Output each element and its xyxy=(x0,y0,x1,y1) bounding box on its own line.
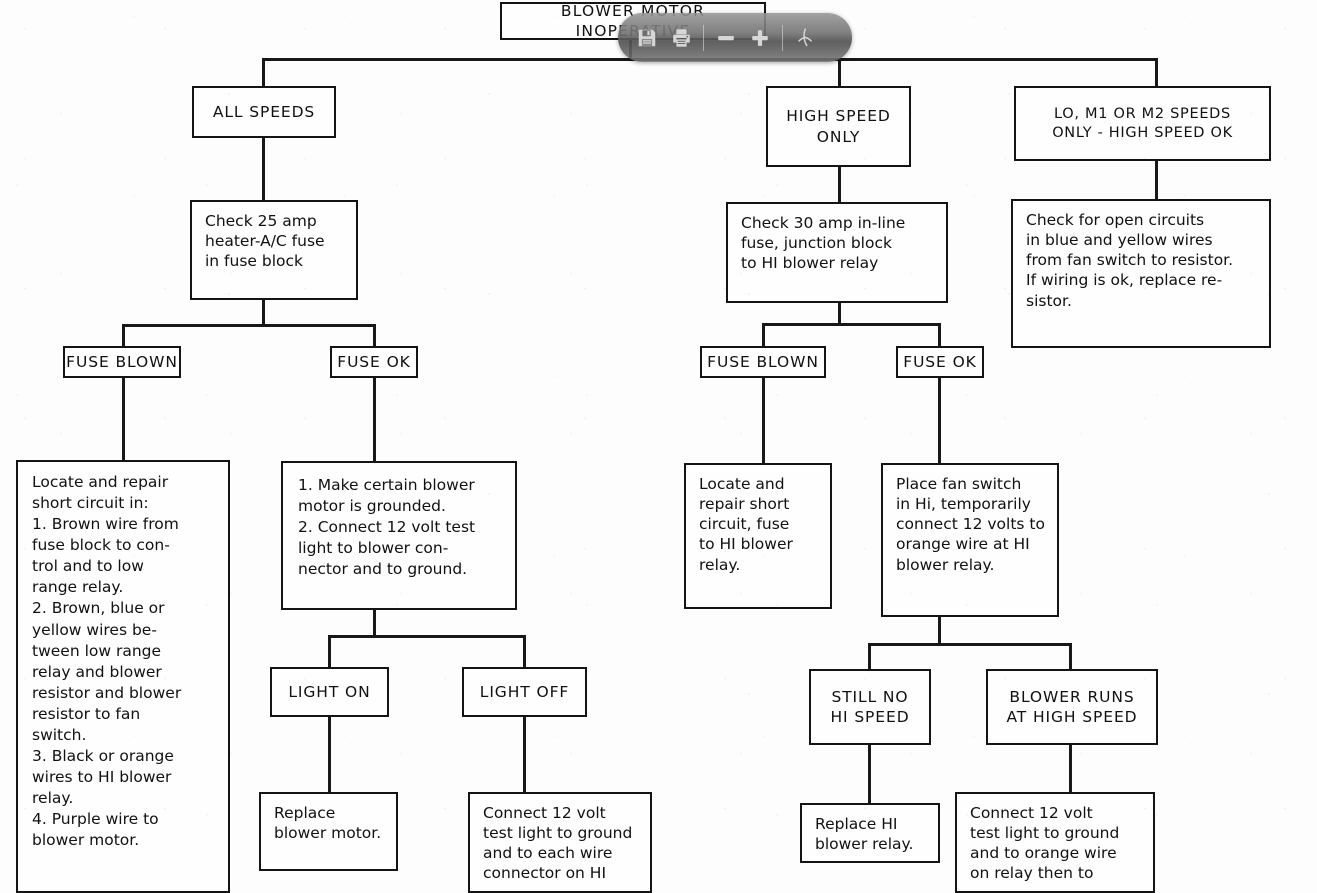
zoom-out-icon[interactable] xyxy=(709,21,743,55)
connector-to-light-on xyxy=(328,635,331,667)
node-place-fan-switch-in-hi: Place fan switch in Hi, temporarily conn… xyxy=(881,463,1059,617)
connector-light-on-to-replace-blower xyxy=(328,717,331,792)
connector-to-blower-runs xyxy=(1069,643,1072,669)
connector-fuse-ok-to-make-certain xyxy=(373,377,376,461)
connector-to-fuse-blown-right xyxy=(762,323,765,349)
node-locate-and-repair-short-circuit-list: Locate and repair short circuit in: 1. B… xyxy=(16,460,230,893)
node-text: STILL NO HI SPEED xyxy=(830,687,910,726)
node-still-no-hi-speed: STILL NO HI SPEED xyxy=(809,669,931,745)
node-text: Check for open circuits in blue and yell… xyxy=(1026,211,1234,310)
node-lo-m1-m2-speeds: LO, M1 OR M2 SPEEDS ONLY - HIGH SPEED OK xyxy=(1014,86,1271,161)
node-text: Connect 12 volt test light to ground and… xyxy=(970,804,1120,883)
connector-check25-stem xyxy=(262,300,265,326)
node-check-30-amp-fuse: Check 30 amp in-line fuse, junction bloc… xyxy=(726,202,948,303)
connector-still-no-hi-to-replace-hi xyxy=(868,745,871,803)
connector-fuse-bus-left xyxy=(122,324,375,327)
zoom-in-icon[interactable] xyxy=(743,21,777,55)
toolbar-divider-2 xyxy=(782,24,783,51)
connector-to-fuse-blown-left xyxy=(122,324,125,349)
node-blower-runs-at-high-speed: BLOWER RUNS AT HIGH SPEED xyxy=(986,669,1158,745)
connector-bus-to-lo-m1-m2 xyxy=(1155,58,1158,87)
connector-lo-m1-m2-to-check-open xyxy=(1155,161,1158,199)
node-text: Replace blower motor. xyxy=(274,804,382,843)
connector-to-still-no-hi xyxy=(868,643,871,669)
node-replace-hi-blower-relay: Replace HI blower relay. xyxy=(800,803,940,863)
node-connect-12-volt-orange-wire: Connect 12 volt test light to ground and… xyxy=(955,792,1155,893)
toolbar-divider-1 xyxy=(703,24,704,51)
connector-all-speeds-to-check25 xyxy=(262,138,265,200)
node-text: LO, M1 OR M2 SPEEDS ONLY - HIGH SPEED OK xyxy=(1052,105,1233,141)
adobe-pdf-icon[interactable] xyxy=(788,21,822,55)
node-connect-12-volt-each-wire: Connect 12 volt test light to ground and… xyxy=(468,792,652,893)
node-fuse-ok-right: FUSE OK xyxy=(896,346,984,378)
print-icon[interactable] xyxy=(664,21,698,55)
node-text: Connect 12 volt test light to ground and… xyxy=(483,804,633,883)
node-replace-blower-motor: Replace blower motor. xyxy=(259,792,398,871)
connector-make-certain-stem xyxy=(373,610,376,637)
node-text: Check 30 amp in-line fuse, junction bloc… xyxy=(741,214,906,273)
save-icon[interactable] xyxy=(630,21,664,55)
node-fuse-ok-left: FUSE OK xyxy=(330,346,418,378)
node-text: FUSE OK xyxy=(337,352,411,371)
node-text: Place fan switch in Hi, temporarily conn… xyxy=(896,475,1045,574)
connector-fuse-bus-right xyxy=(762,323,941,326)
connector-place-fan-stem xyxy=(938,617,941,645)
node-light-on: LIGHT ON xyxy=(270,667,389,717)
pdf-viewer-toolbar[interactable] xyxy=(618,13,852,62)
node-text: Replace HI blower relay. xyxy=(815,815,914,854)
node-text: HIGH SPEED ONLY xyxy=(786,107,891,146)
node-fuse-blown-left: FUSE BLOWN xyxy=(63,346,181,378)
connector-to-fuse-ok-right xyxy=(938,323,941,349)
node-text: FUSE OK xyxy=(903,352,977,371)
connector-blower-runs-to-connect12-orange xyxy=(1069,745,1072,803)
connector-to-fuse-ok-left xyxy=(373,324,376,349)
node-make-certain-blower-grounded: 1. Make certain blower motor is grounded… xyxy=(281,461,517,610)
connector-hi-speed-bus xyxy=(868,643,1071,646)
connector-high-speed-to-check30 xyxy=(838,167,841,202)
node-text: LIGHT OFF xyxy=(479,682,570,701)
node-locate-repair-short-circuit-fuse: Locate and repair short circuit, fuse to… xyxy=(684,463,832,609)
node-text: 1. Make certain blower motor is grounded… xyxy=(298,476,476,579)
connector-light-bus xyxy=(328,635,526,638)
connector-bus-to-high-speed xyxy=(838,58,841,87)
connector-light-off-to-connect12 xyxy=(523,717,526,792)
node-text: BLOWER RUNS AT HIGH SPEED xyxy=(1006,687,1138,726)
node-check-25-amp-fuse: Check 25 amp heater-A/C fuse in fuse blo… xyxy=(190,200,358,300)
connector-fuse-blown-right-to-locate-short xyxy=(762,377,765,463)
connector-fuse-blown-to-locate-list xyxy=(122,377,125,461)
node-check-open-circuits: Check for open circuits in blue and yell… xyxy=(1011,199,1271,348)
connector-bus-to-all-speeds xyxy=(262,58,265,87)
node-all-speeds: ALL SPEEDS xyxy=(192,86,336,138)
node-text: Check 25 amp heater-A/C fuse in fuse blo… xyxy=(205,212,325,271)
node-text: LIGHT ON xyxy=(288,682,371,701)
node-text: FUSE BLOWN xyxy=(707,352,819,371)
node-high-speed-only: HIGH SPEED ONLY xyxy=(766,86,911,167)
node-light-off: LIGHT OFF xyxy=(462,667,587,717)
node-text: FUSE BLOWN xyxy=(66,352,178,371)
node-fuse-blown-right: FUSE BLOWN xyxy=(700,346,826,378)
node-text: Locate and repair short circuit in: 1. B… xyxy=(32,473,182,850)
connector-check30-stem xyxy=(838,303,841,325)
connector-to-light-off xyxy=(523,635,526,667)
node-text: ALL SPEEDS xyxy=(212,102,316,121)
connector-fuse-ok-right-to-place-fan xyxy=(938,377,941,463)
node-text: Locate and repair short circuit, fuse to… xyxy=(699,475,793,574)
